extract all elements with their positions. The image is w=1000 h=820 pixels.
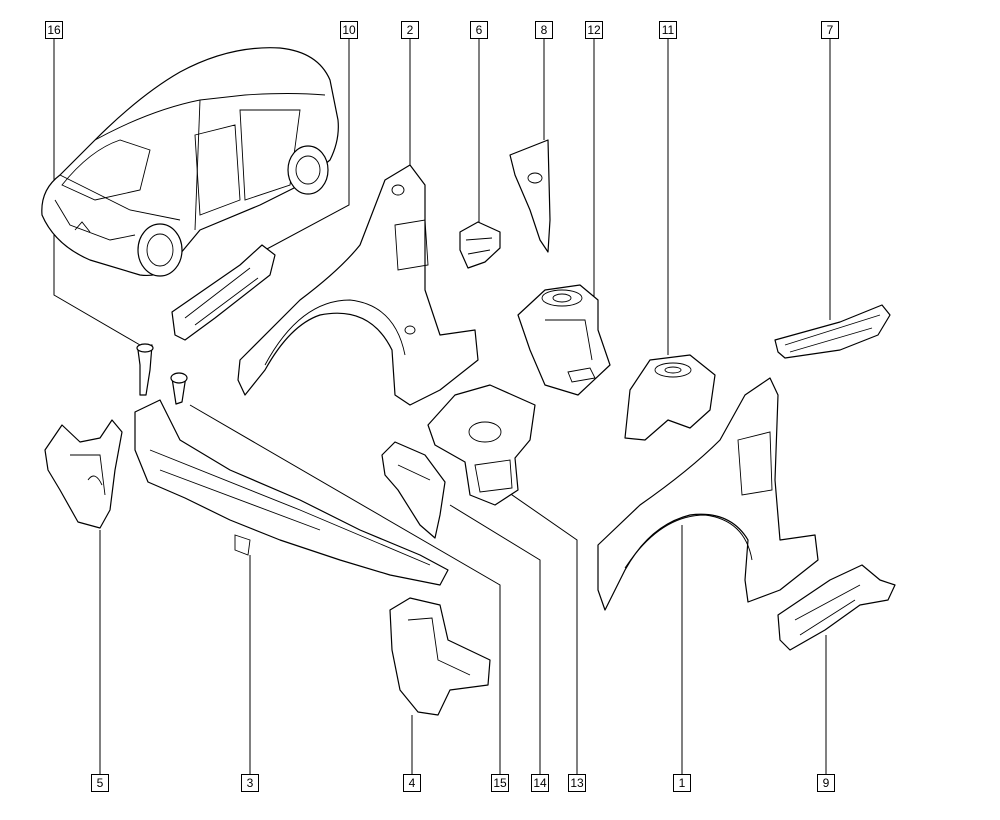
callout-2: 2: [401, 21, 419, 39]
part-4: [389, 597, 491, 716]
part-14: [381, 441, 446, 539]
leader-15: [189, 404, 501, 774]
callout-6: 6: [470, 21, 488, 39]
callout-13: 13: [568, 774, 586, 792]
part-3: [134, 399, 449, 586]
callout-9: 9: [817, 774, 835, 792]
fasteners: [136, 343, 188, 405]
part-8: [509, 139, 551, 253]
leader-lines: [53, 38, 831, 774]
leader-13: [504, 489, 578, 774]
part-10: [171, 244, 276, 341]
part-9: [777, 564, 896, 651]
callout-8: 8: [535, 21, 553, 39]
part-6: [459, 221, 501, 269]
part-12: [517, 284, 611, 396]
callout-4: 4: [403, 774, 421, 792]
part-13: [427, 384, 536, 506]
callout-5: 5: [91, 774, 109, 792]
part-7: [774, 304, 891, 359]
callout-15: 15: [491, 774, 509, 792]
callout-14: 14: [531, 774, 549, 792]
callout-10: 10: [340, 21, 358, 39]
part-11: [624, 354, 716, 441]
part-1: [597, 377, 819, 611]
callout-11: 11: [659, 21, 677, 39]
callout-3: 3: [241, 774, 259, 792]
part-5: [44, 419, 123, 529]
part-2: [237, 164, 479, 406]
callout-1: 1: [673, 774, 691, 792]
leader-14: [449, 504, 541, 774]
callout-16: 16: [45, 21, 63, 39]
leader-16: [53, 38, 141, 346]
callout-7: 7: [821, 21, 839, 39]
leader-10: [264, 38, 350, 251]
callout-12: 12: [585, 21, 603, 39]
car-illustration: [41, 47, 339, 277]
